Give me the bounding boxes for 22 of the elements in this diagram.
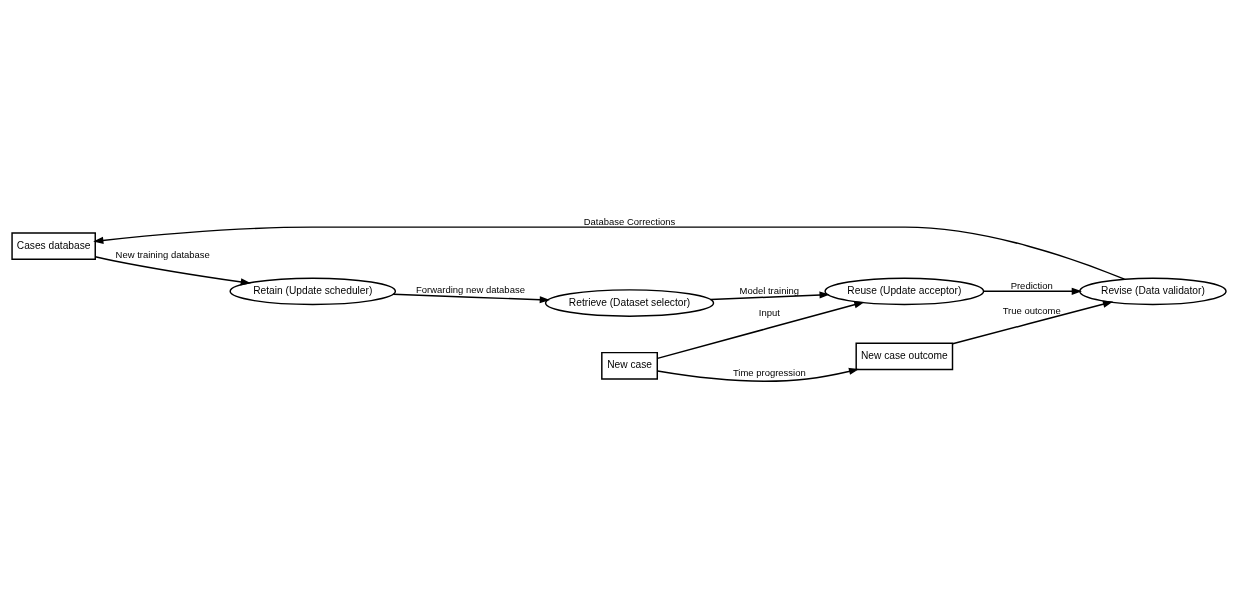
edge-label: Time progression	[732, 366, 806, 378]
arrow	[93, 225, 1126, 280]
arrow	[656, 300, 865, 359]
node-box: Cases database	[11, 231, 96, 260]
node-box: New case	[601, 351, 658, 380]
edge-label: Prediction	[1010, 279, 1053, 291]
edge-label: Database Corrections	[583, 215, 676, 227]
arrow	[656, 367, 860, 382]
node-ellipse: Retrieve (Dataset selector)	[544, 288, 715, 317]
edge-label: True outcome	[1002, 304, 1061, 316]
edge-label: Input	[758, 306, 780, 318]
node-box: New case outcome	[855, 341, 954, 370]
edge-label: Forwarding new database	[415, 283, 525, 295]
edge-label: Model training	[739, 284, 800, 296]
node-ellipse: Revise (Data validator)	[1079, 276, 1227, 305]
node-ellipse: Reuse (Update acceptor)	[824, 276, 985, 305]
arrow	[982, 287, 1082, 295]
arrow	[952, 300, 1114, 344]
arrow	[94, 255, 251, 285]
arrow	[392, 293, 550, 303]
edge-label: New training database	[115, 248, 210, 260]
arrow	[709, 290, 830, 300]
